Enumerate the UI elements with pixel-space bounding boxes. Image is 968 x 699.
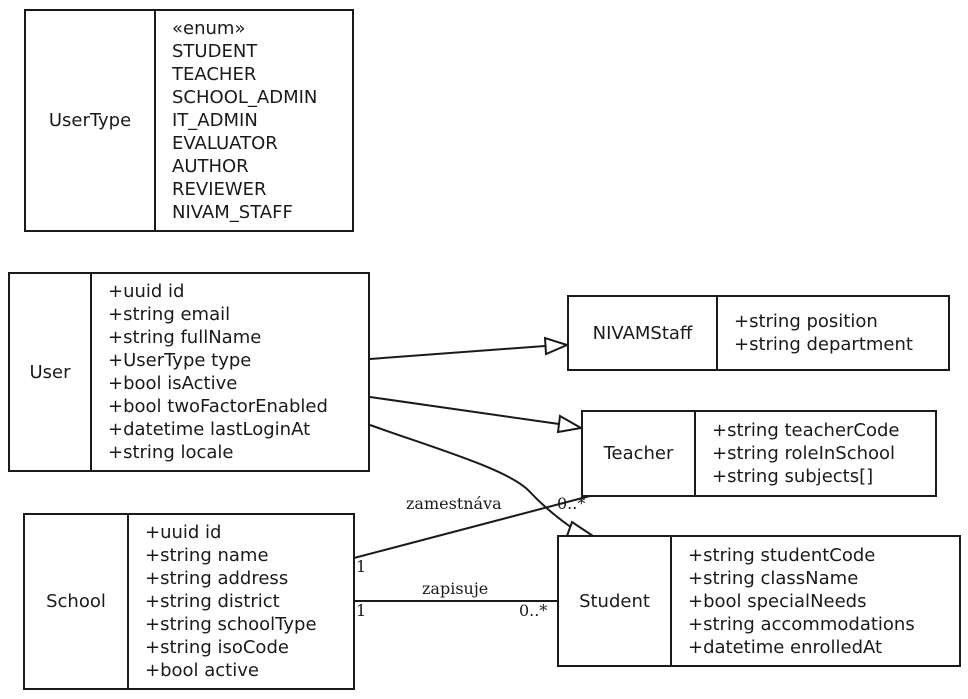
attribute: +bool twoFactorEnabled [108, 396, 328, 417]
class-attributes: +uuid id +string name +string address +s… [129, 515, 317, 688]
class-attributes: +string teacherCode +string roleInSchool… [696, 412, 900, 495]
class-name: Teacher [583, 412, 696, 495]
enum-value: NIVAM_STAFF [172, 202, 293, 223]
enum-stereotype: «enum» [172, 18, 246, 39]
attribute: +string name [145, 545, 269, 566]
class-usertype[interactable]: UserType «enum» STUDENT TEACHER SCHOOL_A… [24, 9, 354, 232]
attribute: +string fullName [108, 327, 262, 348]
attribute: +string department [734, 334, 913, 355]
generalization-user-student [369, 424, 579, 533]
attribute: +string schoolType [145, 614, 317, 635]
attribute: +string email [108, 304, 231, 325]
generalization-arrowhead-student [565, 520, 597, 537]
attribute: +uuid id [145, 522, 222, 543]
enum-value: EVALUATOR [172, 133, 278, 154]
attribute: +string teacherCode [712, 420, 900, 441]
attribute: +bool isActive [108, 373, 238, 394]
enum-values: «enum» STUDENT TEACHER SCHOOL_ADMIN IT_A… [156, 11, 317, 230]
generalization-user-nivamstaff [369, 345, 546, 360]
multiplicity-school-student: 1 [356, 601, 367, 620]
attribute: +datetime enrolledAt [688, 636, 883, 658]
class-user[interactable]: User +uuid id +string email +string full… [8, 272, 370, 472]
attribute: +uuid id [108, 281, 185, 302]
attribute: +UserType type [108, 350, 252, 371]
attribute: +bool active [145, 660, 259, 681]
generalization-arrowhead-teacher [556, 414, 584, 434]
multiplicity-teacher: 0..* [557, 494, 586, 513]
attribute: +bool specialNeeds [688, 590, 867, 612]
class-name: NIVAMStaff [569, 297, 718, 369]
multiplicity-student: 0..* [519, 601, 548, 620]
enum-value: TEACHER [172, 64, 257, 85]
attribute: +string roleInSchool [712, 443, 896, 464]
enum-value: SCHOOL_ADMIN [172, 87, 318, 108]
attribute: +datetime lastLoginAt [108, 419, 311, 440]
class-attributes: +string studentCode +string className +b… [672, 537, 915, 665]
attribute: +string district [145, 591, 280, 612]
enum-value: REVIEWER [172, 179, 267, 200]
generalization-user-teacher [369, 396, 560, 425]
attribute: +string className [688, 567, 859, 589]
attribute: +string position [734, 311, 878, 332]
class-name: User [10, 274, 92, 470]
attribute: +string isoCode [145, 637, 289, 658]
class-nivamstaff[interactable]: NIVAMStaff +string position +string depa… [567, 295, 950, 371]
attribute: +string subjects[] [712, 466, 874, 487]
attribute: +string address [145, 568, 289, 589]
enum-value: IT_ADMIN [172, 110, 258, 131]
class-student[interactable]: Student +string studentCode +string clas… [557, 535, 961, 667]
multiplicity-school-teacher: 1 [356, 557, 367, 576]
association-label-zapisuje: zapisuje [422, 579, 489, 598]
class-attributes: +uuid id +string email +string fullName … [92, 274, 328, 470]
enum-value: STUDENT [172, 41, 258, 62]
association-label-zamestnava: zamestnáva [406, 494, 502, 513]
class-name: School [25, 515, 129, 688]
attribute: +string accommodations [688, 613, 915, 635]
attribute: +string studentCode [688, 544, 876, 566]
class-teacher[interactable]: Teacher +string teacherCode +string role… [581, 410, 937, 497]
class-name: UserType [26, 11, 156, 230]
class-name: Student [559, 537, 672, 665]
generalization-arrowhead-nivamstaff [543, 336, 570, 356]
association-school-teacher [353, 495, 591, 559]
enum-value: AUTHOR [172, 156, 249, 177]
class-attributes: +string position +string department [718, 297, 913, 369]
attribute: +string locale [108, 442, 234, 463]
class-school[interactable]: School +uuid id +string name +string add… [23, 513, 355, 690]
